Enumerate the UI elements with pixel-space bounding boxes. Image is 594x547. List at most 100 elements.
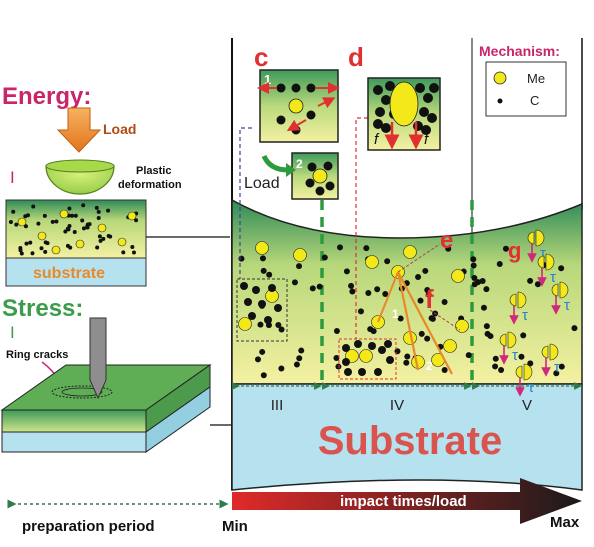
carbon-particle (298, 347, 305, 354)
shear-particle: τ (537, 253, 556, 287)
carbon-particle (333, 328, 340, 335)
load-label: Load (103, 121, 136, 137)
carbon-particle (296, 263, 303, 270)
carbon-particle (25, 213, 30, 218)
carbon-particle (36, 221, 41, 226)
carbon-particle (498, 367, 505, 374)
tau-label: τ (522, 307, 528, 324)
stress-title: Stress: (2, 295, 83, 322)
substrate-big-label: Substrate (318, 419, 503, 463)
tau-label: τ (554, 359, 560, 376)
tau-label: τ (512, 347, 518, 364)
metal-particle (365, 255, 379, 269)
carbon-particle (429, 83, 439, 93)
me-legend-icon (493, 71, 507, 85)
carbon-particle (558, 265, 565, 272)
carbon-particle (97, 234, 102, 239)
impact-times-label: impact times/load (340, 493, 467, 510)
tau-label: τ (550, 269, 556, 286)
carbon-particle (63, 229, 68, 234)
carbon-particle (23, 224, 28, 229)
carbon-particle (424, 335, 431, 342)
carbon-particle (418, 330, 425, 337)
metal-particle (238, 317, 252, 331)
carbon-particle (291, 279, 298, 286)
carbon-particle (121, 250, 126, 255)
carbon-particle (94, 205, 99, 210)
metal-particle (127, 211, 137, 221)
carbon-particle (19, 251, 24, 256)
carbon-particle (394, 348, 401, 355)
carbon-particle (30, 251, 35, 256)
impact-times-arrow (232, 478, 582, 524)
crack-line-2 (396, 271, 420, 371)
f-pointer-line (429, 309, 461, 331)
carbon-particle (357, 308, 364, 315)
carbon-particle (28, 240, 33, 245)
carbon-particle (70, 213, 75, 218)
carbon-particle (134, 218, 139, 223)
carbon-particle (348, 282, 355, 289)
carbon-particle (42, 213, 47, 218)
carbon-particle (492, 363, 499, 370)
carbon-particle (381, 95, 391, 105)
metal-particle (255, 241, 269, 255)
metal-particle (451, 269, 465, 283)
metal-particle (443, 339, 457, 353)
carbon-particle (358, 368, 366, 376)
carbon-particle (266, 271, 273, 278)
carbon-particle (96, 209, 101, 214)
carbon-particle (39, 246, 44, 251)
carbon-particle (375, 107, 385, 117)
stage-iii-label: III (271, 397, 284, 414)
crack-line-1 (397, 271, 453, 375)
carbon-particle (68, 245, 73, 250)
carbon-particle (423, 93, 433, 103)
carbon-particle (73, 213, 78, 218)
substrate-layer (5, 257, 147, 287)
metal-particle (59, 209, 69, 219)
coating-particles (8, 203, 139, 256)
carbon-particle (417, 297, 424, 304)
carbon-particle (31, 204, 36, 209)
carbon-particle (260, 267, 267, 274)
carbon-particle (384, 258, 391, 265)
carbon-particle (81, 203, 86, 208)
mechanism-title: Mechanism: (479, 43, 560, 59)
carbon-particle (424, 286, 431, 293)
carbon-particle (374, 286, 381, 293)
carbon-particle (441, 366, 448, 373)
carbon-particle (385, 81, 395, 91)
carbon-particle (260, 372, 267, 379)
preparation-period-label: preparation period (22, 518, 155, 535)
f-crack-num-1: 1 (392, 307, 399, 321)
carbon-particle (130, 245, 135, 250)
indenter-bowl-icon (45, 165, 115, 195)
carbon-particle (18, 248, 23, 253)
cluster-box-iv (338, 338, 397, 380)
carbon-particle (252, 286, 260, 294)
carbon-particle (471, 274, 478, 281)
carbon-particle (81, 226, 86, 231)
carbon-particle (492, 355, 499, 362)
carbon-particle (335, 363, 342, 370)
carbon-particle (553, 370, 560, 377)
mechanism-f-letter: f (425, 284, 434, 314)
shear-particle: τ (527, 229, 546, 263)
carbon-particle (296, 355, 303, 362)
carbon-particle (8, 219, 13, 224)
carbon-particle (365, 290, 372, 297)
carbon-particle (24, 241, 29, 246)
stress-roman-numeral: I (10, 323, 15, 342)
metal-particle (37, 231, 47, 241)
carbon-particle (43, 240, 48, 245)
carbon-particle (248, 312, 256, 320)
carbon-particle (50, 219, 55, 224)
crack-line-3 (377, 271, 399, 323)
c-load-label: Load (244, 175, 280, 192)
carbon-particle (422, 267, 429, 274)
carbon-particle (342, 358, 350, 366)
carbon-particle (14, 222, 19, 227)
carbon-particle (470, 262, 477, 269)
